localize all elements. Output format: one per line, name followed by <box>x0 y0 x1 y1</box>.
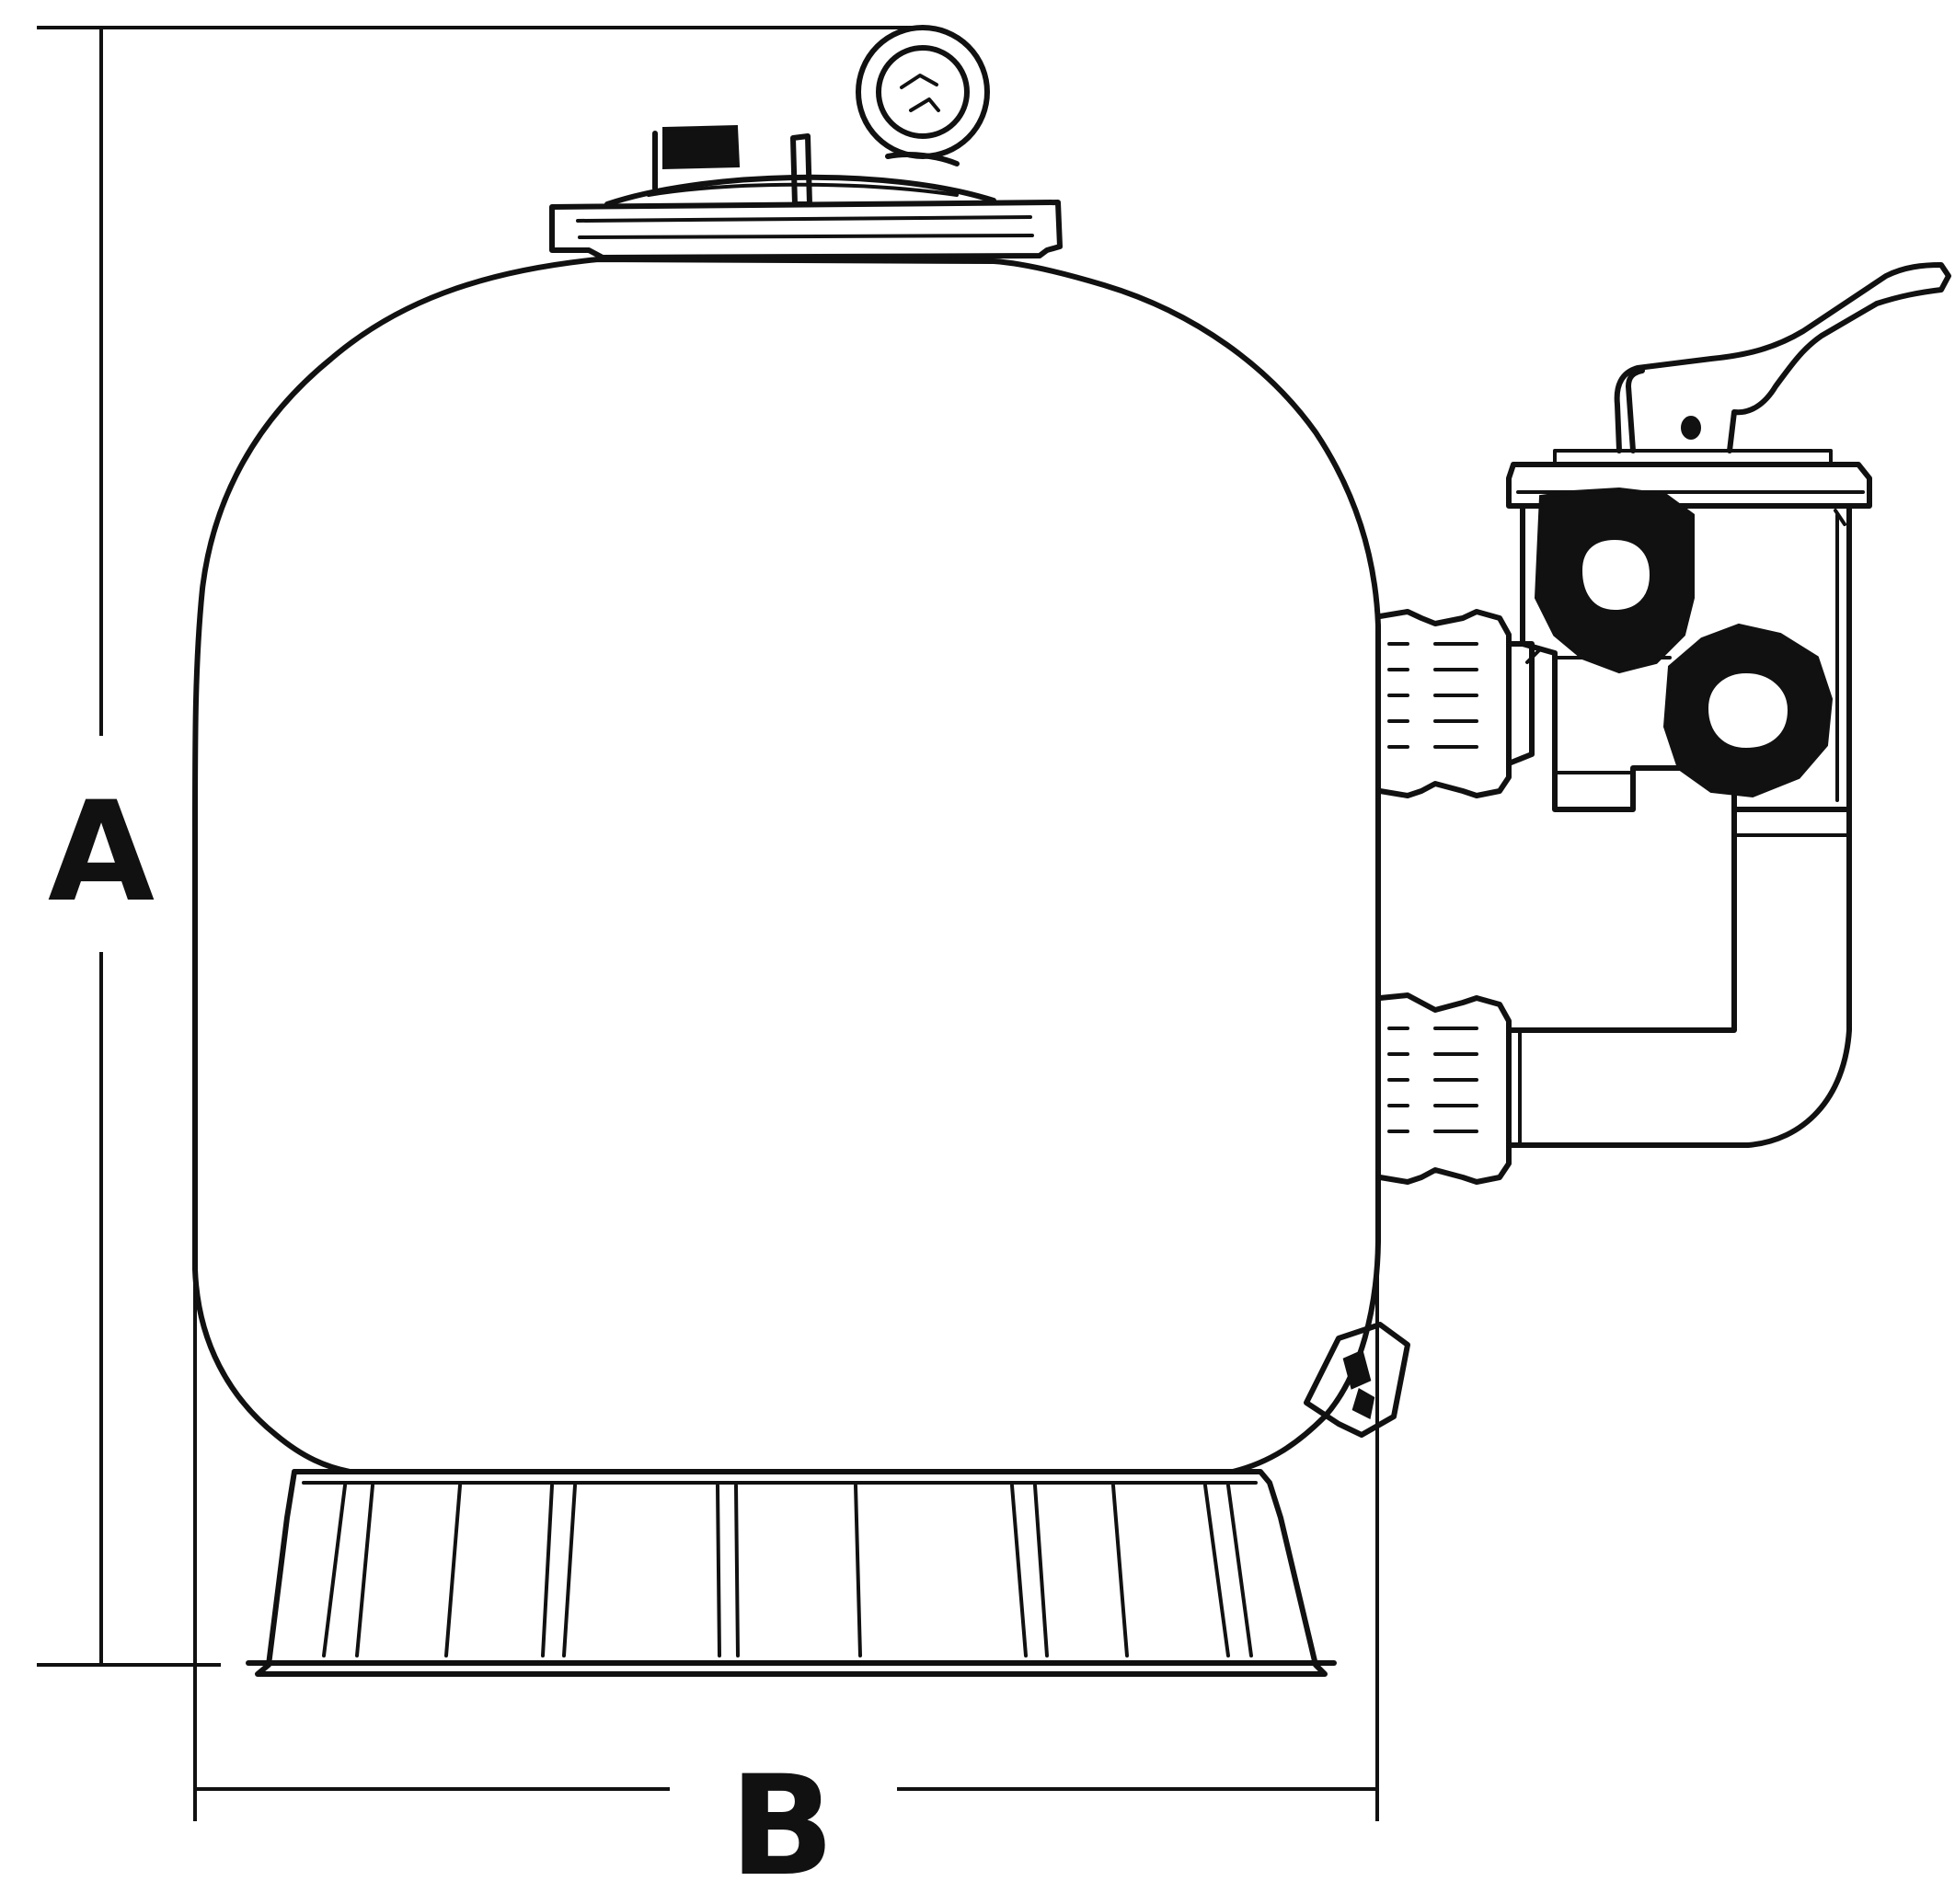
return-elbow-pipe <box>1506 807 1852 1148</box>
pressure-gauge-icon <box>856 25 990 159</box>
base-rib <box>1111 1484 1129 1657</box>
upper-coupling-nut <box>1377 609 1512 798</box>
elbow-valve-joint <box>1732 808 1851 837</box>
gauge-dial <box>876 45 970 139</box>
gauge-outer-ring <box>856 25 990 159</box>
handle-stem <box>1626 368 1645 453</box>
drain-plug-body <box>1304 1322 1410 1438</box>
filter-tank <box>192 257 1381 1474</box>
base-outline <box>255 1469 1328 1677</box>
lid-plate <box>549 200 1063 260</box>
tank-outline <box>192 257 1381 1474</box>
filter-base <box>246 1469 1337 1677</box>
valve-tabs <box>1525 509 1846 664</box>
handle-pivot-hole <box>1681 416 1701 440</box>
dim-a-label: A <box>48 773 155 933</box>
upper-coupling-grip-left <box>1387 642 1409 749</box>
handle-lever <box>1614 262 1951 453</box>
dim-b-label: B <box>730 1747 834 1904</box>
upper-coupling-grip-right <box>1433 642 1478 749</box>
vent-post <box>790 133 812 207</box>
upper-coupling <box>1377 609 1535 798</box>
valve-upper-port-icon <box>1534 487 1695 674</box>
base-rib <box>444 1484 462 1657</box>
drain-plug-detail <box>1342 1349 1375 1419</box>
valve-lower-port-icon <box>1662 623 1834 798</box>
base-rib <box>541 1484 577 1657</box>
dimension-b: B <box>193 1168 1379 1904</box>
elbow-inner <box>1506 807 1737 1033</box>
base-rib <box>854 1484 862 1657</box>
valve-cap <box>1506 462 1872 509</box>
lower-coupling-grip-right <box>1433 1027 1478 1133</box>
filter-lid <box>549 124 1063 260</box>
base-rib <box>1010 1484 1049 1657</box>
dimension-a: A <box>37 26 920 1667</box>
lower-coupling-grip-left <box>1387 1027 1409 1133</box>
lower-coupling <box>1377 992 1512 1185</box>
drain-plug-icon <box>1304 1322 1410 1438</box>
valve-body-lines <box>1553 656 1672 774</box>
lid-knob <box>662 124 741 170</box>
lid-plate-rims <box>576 215 1034 239</box>
base-rib <box>1203 1484 1253 1657</box>
base-ribs <box>322 1484 1253 1657</box>
base-rib <box>716 1484 740 1657</box>
multiport-valve <box>1506 449 1872 812</box>
lower-coupling-nut <box>1377 992 1512 1185</box>
valve-cap-top <box>1553 449 1833 466</box>
valve-handle-icon <box>1614 262 1951 453</box>
elbow-outer <box>1506 807 1852 1148</box>
base-rib <box>322 1484 374 1657</box>
gauge-markings <box>900 74 940 112</box>
